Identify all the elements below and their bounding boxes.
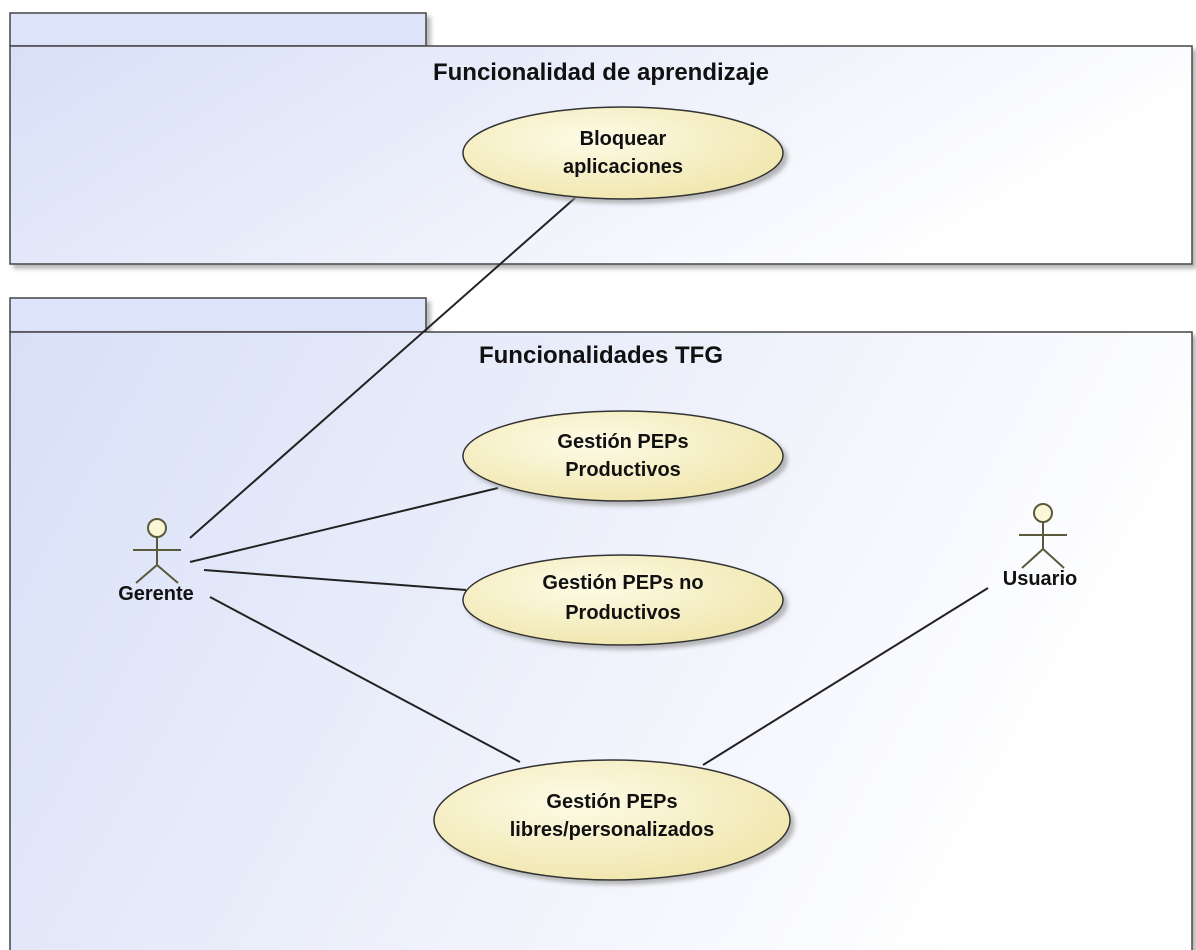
use-case-label-line-2: libres/personalizados bbox=[510, 819, 715, 841]
use-case-gestion-peps-no-productivos[interactable]: Gestión PEPs no Productivos bbox=[462, 554, 784, 646]
stick-figure-icon bbox=[1019, 503, 1067, 569]
use-case-ellipse bbox=[462, 410, 784, 502]
use-case-label-line-2: aplicaciones bbox=[563, 156, 683, 178]
package-tab bbox=[9, 12, 427, 47]
use-case-label-line-1: Gestión PEPs no bbox=[542, 572, 703, 594]
use-case-gestion-peps-productivos[interactable]: Gestión PEPs Productivos bbox=[462, 410, 784, 502]
use-case-label-line-2: Productivos bbox=[565, 602, 681, 624]
use-case-label-line-2: Productivos bbox=[565, 459, 681, 481]
actor-usuario[interactable]: Usuario bbox=[1003, 503, 1077, 590]
stick-figure-icon bbox=[133, 518, 181, 584]
actor-gerente[interactable]: Gerente bbox=[118, 518, 194, 605]
actor-label: Gerente bbox=[118, 583, 194, 605]
use-case-label-line-1: Gestión PEPs bbox=[557, 431, 688, 453]
package-tab bbox=[9, 297, 427, 333]
use-case-ellipse bbox=[433, 759, 791, 881]
association-gerente-productivos[interactable] bbox=[189, 487, 499, 563]
use-case-label-line-1: Bloquear bbox=[580, 128, 667, 150]
association-gerente-no-productivos[interactable] bbox=[203, 569, 467, 591]
use-case-ellipse bbox=[462, 106, 784, 200]
association-usuario-libres[interactable] bbox=[702, 587, 989, 766]
package-title: Funcionalidades TFG bbox=[479, 342, 723, 369]
associations bbox=[189, 197, 989, 766]
actor-label: Usuario bbox=[1003, 568, 1077, 590]
use-case-label-line-1: Gestión PEPs bbox=[546, 791, 677, 813]
association-gerente-bloquear[interactable] bbox=[189, 197, 576, 539]
use-case-gestion-peps-libres[interactable]: Gestión PEPs libres/personalizados bbox=[433, 759, 791, 881]
use-case-bloquear-aplicaciones[interactable]: Bloquear aplicaciones bbox=[462, 106, 784, 200]
association-gerente-libres[interactable] bbox=[209, 596, 521, 763]
use-case-ellipse bbox=[462, 554, 784, 646]
package-title: Funcionalidad de aprendizaje bbox=[433, 59, 769, 86]
